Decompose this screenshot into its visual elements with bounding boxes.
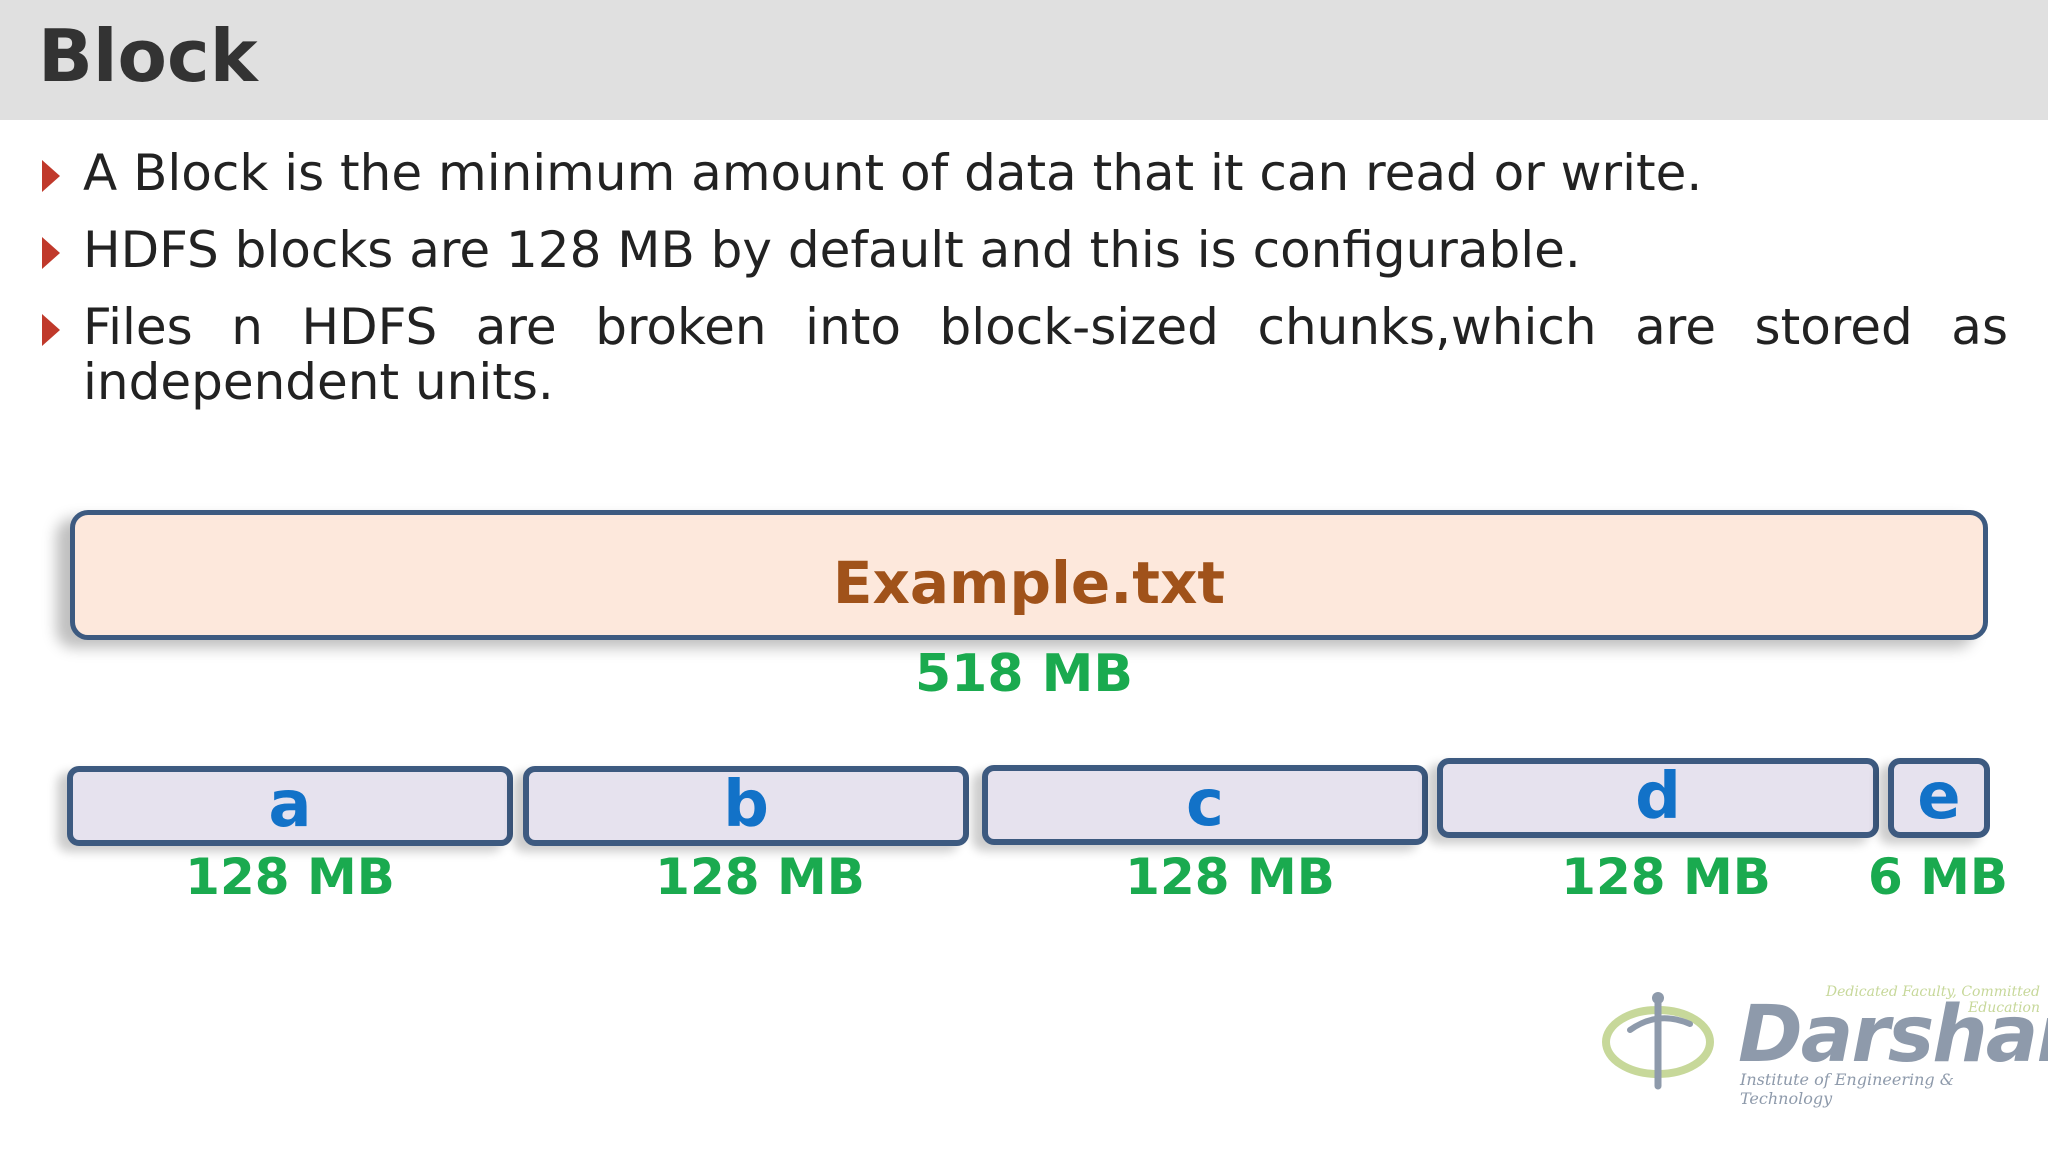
- file-box: Example.txt: [70, 510, 1988, 640]
- logo-tagline: Dedicated Faculty, Committed Education: [1825, 984, 2040, 1016]
- file-size: 518 MB: [914, 644, 1134, 704]
- block-label: e: [1917, 760, 1961, 834]
- bullet-text: A Block is the minimum amount of data th…: [83, 144, 1703, 202]
- bullet-text: HDFS blocks are 128 MB by default and th…: [83, 221, 1581, 279]
- block-d: d: [1437, 758, 1879, 838]
- darshan-logo: Dedicated Faculty, Committed Education D…: [1600, 980, 2048, 1108]
- darshan-emblem-icon: [1602, 992, 1714, 1090]
- block-label: b: [723, 768, 769, 842]
- block-label: d: [1635, 760, 1681, 834]
- block-a: a: [67, 766, 513, 846]
- logo-name: Darshan: [1738, 990, 2048, 1080]
- block-e: e: [1888, 758, 1990, 838]
- bullet-arrow-icon: [42, 237, 60, 269]
- block-size: 128 MB: [1561, 848, 1771, 906]
- block-size: 6 MB: [1867, 848, 2009, 906]
- block-size: 128 MB: [1125, 848, 1335, 906]
- block-label: a: [268, 768, 312, 842]
- logo-subtitle: Institute of Engineering & Technology: [1740, 1070, 1954, 1108]
- block-c: c: [982, 765, 1428, 845]
- block-size: 128 MB: [185, 848, 395, 906]
- slide-title: Block: [38, 14, 258, 98]
- bullet-arrow-icon: [42, 314, 60, 346]
- slide-header: Block: [0, 0, 2048, 120]
- block-size: 128 MB: [655, 848, 865, 906]
- bullet-arrow-icon: [42, 160, 60, 192]
- file-name: Example.txt: [832, 549, 1226, 617]
- block-label: c: [1186, 767, 1224, 841]
- bullet-text: Files n HDFS are broken into block-sized…: [83, 298, 2008, 411]
- block-b: b: [523, 766, 969, 846]
